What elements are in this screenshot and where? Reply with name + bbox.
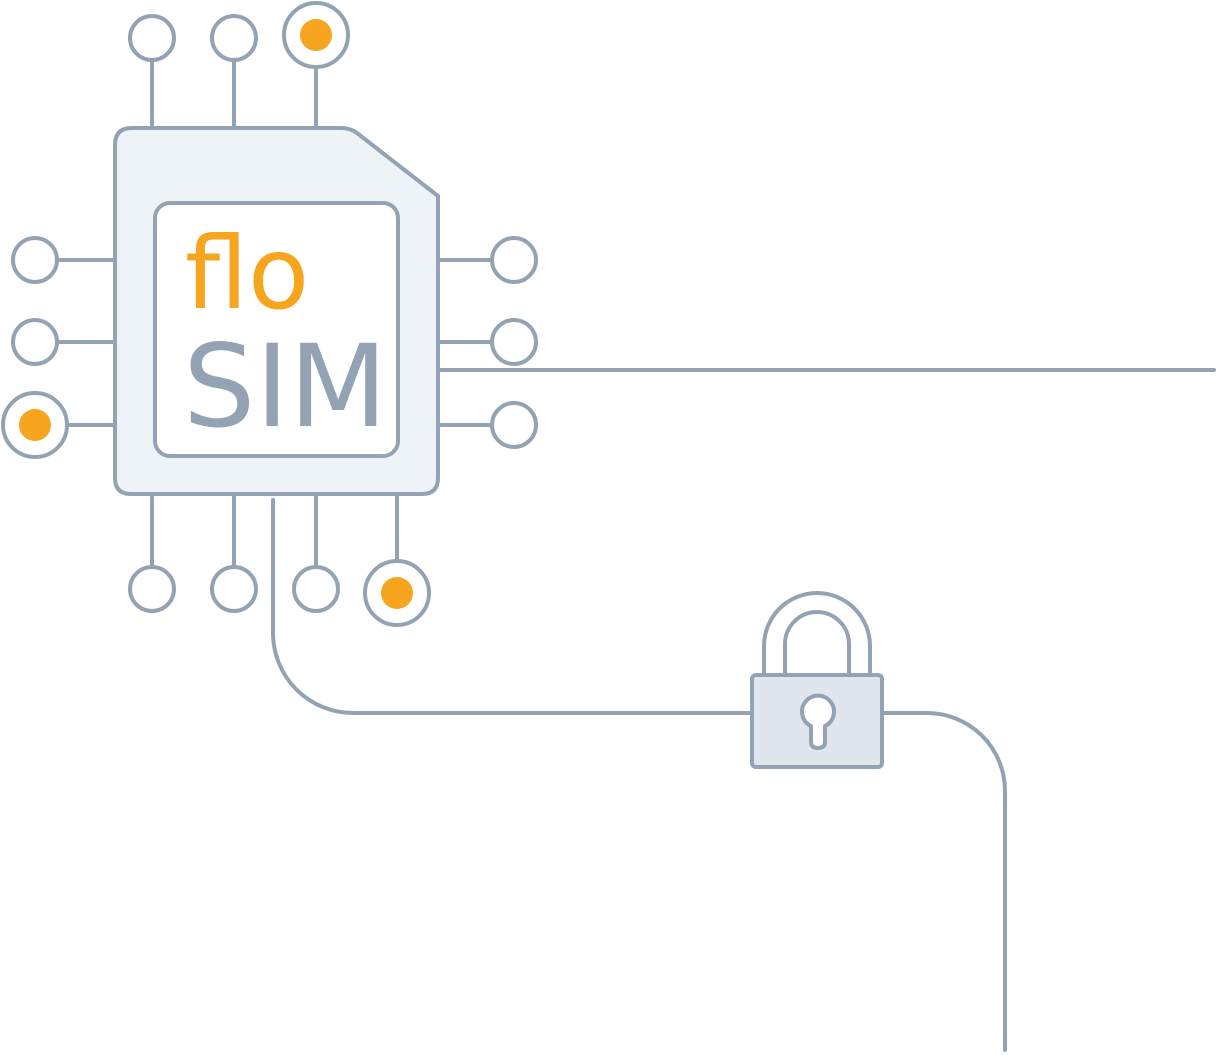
sim-inner-frame (153, 201, 400, 458)
node-top-1 (128, 14, 176, 62)
node-right-2 (490, 318, 538, 366)
circuit-wires (271, 368, 1216, 1052)
node-bottom-4-dot (381, 577, 413, 609)
node-bottom-2 (210, 565, 258, 613)
connector-stubs (56, 59, 494, 568)
node-left-3-dot (19, 409, 51, 441)
lock-shackle (762, 591, 872, 677)
padlock-icon (750, 591, 884, 769)
brand-flo-text: flo (185, 215, 309, 332)
connector-nodes (1, 1, 538, 627)
node-left-2 (11, 318, 59, 366)
node-top-2 (210, 14, 258, 62)
brand-sim-text: SIM (183, 320, 387, 453)
node-right-3 (490, 401, 538, 449)
node-right-1 (490, 236, 538, 284)
keyhole-icon (800, 693, 836, 750)
node-top-3-dot (300, 19, 332, 51)
node-left-1 (11, 236, 59, 284)
wire-from-lock (880, 711, 1007, 1052)
wire-to-lock (271, 498, 754, 715)
sim-chip: flo SIM (113, 126, 440, 496)
node-bottom-1 (128, 565, 176, 613)
node-bottom-3 (292, 565, 340, 613)
